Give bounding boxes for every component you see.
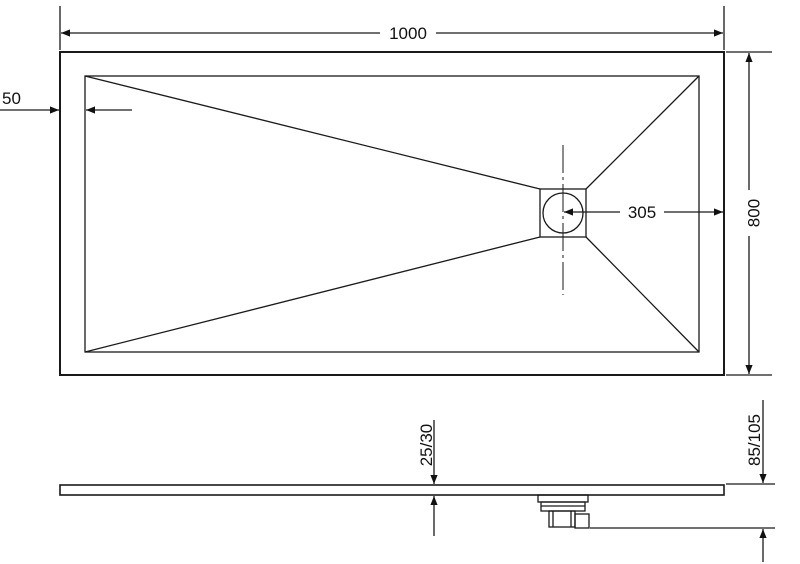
label-rim: 50 xyxy=(2,89,21,108)
tray-outer-edge xyxy=(59,51,725,376)
top-view xyxy=(59,51,725,376)
tray-inner-edge xyxy=(84,75,700,353)
label-depth: 800 xyxy=(744,199,763,227)
label-width: 1000 xyxy=(389,24,427,43)
dimension-depth xyxy=(726,51,772,376)
side-view xyxy=(59,484,725,529)
label-total-height: 85/105 xyxy=(745,414,764,466)
label-tray-height: 25/30 xyxy=(417,424,436,467)
drain-trap-icon xyxy=(537,494,590,529)
slope-line-bottom-right xyxy=(585,236,700,353)
slope-line-top-left xyxy=(84,75,541,190)
dimension-total-height xyxy=(590,400,775,562)
slope-line-bottom-left xyxy=(84,236,541,353)
slope-line-top-right xyxy=(585,75,700,190)
label-drain-offset: 305 xyxy=(628,203,656,222)
dimension-width xyxy=(59,6,725,50)
tray-side-profile xyxy=(59,484,725,496)
